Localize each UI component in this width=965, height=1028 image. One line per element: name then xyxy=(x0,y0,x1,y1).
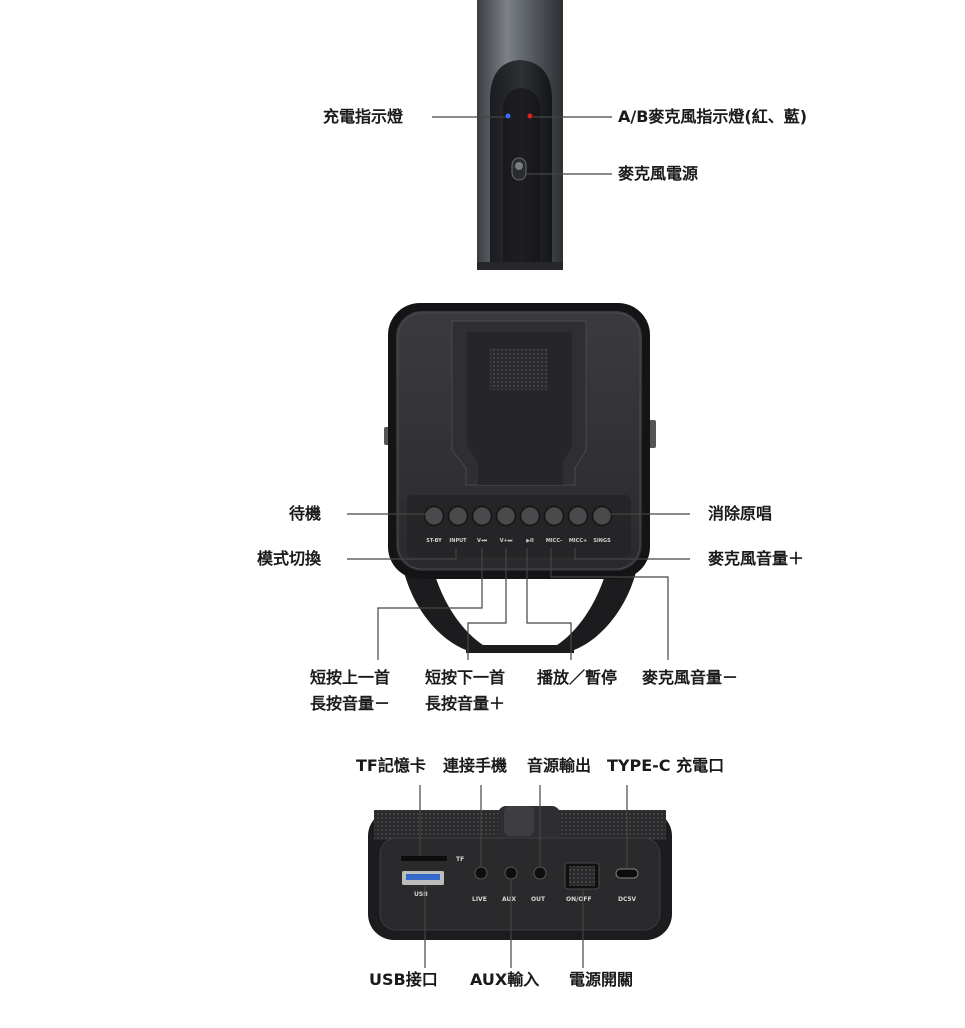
speaker-leader-lines xyxy=(347,513,690,660)
label-mic-volume-down: 麥克風音量－ xyxy=(642,668,739,687)
button-standby[interactable] xyxy=(423,505,445,527)
button-input[interactable] xyxy=(447,505,469,527)
button-mic-vol-up[interactable] xyxy=(567,505,589,527)
button-sings[interactable] xyxy=(591,505,613,527)
button-prev[interactable] xyxy=(471,505,493,527)
type-c-port[interactable] xyxy=(615,868,639,879)
label-volume-up: 長按音量＋ xyxy=(425,694,506,713)
button-mark-mic-vol-up: MICC+ xyxy=(569,538,587,544)
ab-mic-indicator-led xyxy=(527,113,533,119)
tf-card-slot[interactable] xyxy=(401,856,447,861)
label-phone-connect: 連接手機 xyxy=(443,756,508,775)
button-mark-mic-vol-down: MICC- xyxy=(546,538,562,544)
live-mark: LIVE xyxy=(472,896,487,903)
label-audio-out: 音源輸出 xyxy=(527,756,592,775)
label-mic-power: 麥克風電源 xyxy=(618,164,699,183)
charge-indicator-led xyxy=(505,113,511,119)
button-mark-input: INPUT xyxy=(449,538,467,544)
label-next-track: 短按下一首 xyxy=(425,668,506,687)
button-mark-play-pause: ▶II xyxy=(526,538,534,544)
label-tf-card: TF記憶卡 xyxy=(356,756,426,775)
mic-leader-lines xyxy=(432,116,612,175)
button-mark-next: V+⏭ xyxy=(500,538,513,544)
label-ab-mic-indicator: A/B麥克風指示燈(紅、藍) xyxy=(618,107,808,126)
microphone-body xyxy=(477,0,563,270)
button-mark-prev: V-⏮ xyxy=(477,538,488,544)
speaker-body xyxy=(384,303,656,653)
label-power-switch: 電源開關 xyxy=(569,970,634,989)
button-next[interactable] xyxy=(495,505,517,527)
out-port[interactable] xyxy=(533,866,547,880)
button-mark-standby: ST-BY xyxy=(426,538,442,544)
label-play-pause: 播放／暫停 xyxy=(537,668,618,687)
aux-mark: AUX xyxy=(502,896,516,903)
label-mic-volume-up: 麥克風音量＋ xyxy=(708,549,805,568)
tf-mark: TF xyxy=(456,856,464,863)
label-aux-in: AUX輸入 xyxy=(470,970,540,989)
port-panel-body xyxy=(368,806,672,940)
label-charge-indicator: 充電指示燈 xyxy=(323,107,404,126)
dc5v-mark: DC5V xyxy=(618,896,637,903)
button-mark-sings: SINGS xyxy=(593,538,611,544)
button-mic-vol-down[interactable] xyxy=(543,505,565,527)
usb-mark: USB xyxy=(414,891,428,898)
label-prev-track: 短按上一首 xyxy=(310,668,391,687)
out-mark: OUT xyxy=(531,896,546,903)
port-leader-lines xyxy=(419,785,628,968)
label-mode-switch: 模式切換 xyxy=(257,549,322,568)
speaker-button-row: ST-BY INPUT V-⏮ V+⏭ ▶II MICC- MICC+ SINGS xyxy=(423,505,613,544)
onoff-mark: ON/OFF xyxy=(566,896,592,903)
label-vocal-remove: 消除原唱 xyxy=(708,504,773,523)
live-port[interactable] xyxy=(474,866,488,880)
button-play-pause[interactable] xyxy=(519,505,541,527)
aux-port[interactable] xyxy=(504,866,518,880)
label-type-c: TYPE-C 充電口 xyxy=(607,756,725,775)
label-usb: USB接口 xyxy=(369,970,438,989)
label-volume-down: 長按音量－ xyxy=(310,694,391,713)
label-standby: 待機 xyxy=(289,504,322,523)
